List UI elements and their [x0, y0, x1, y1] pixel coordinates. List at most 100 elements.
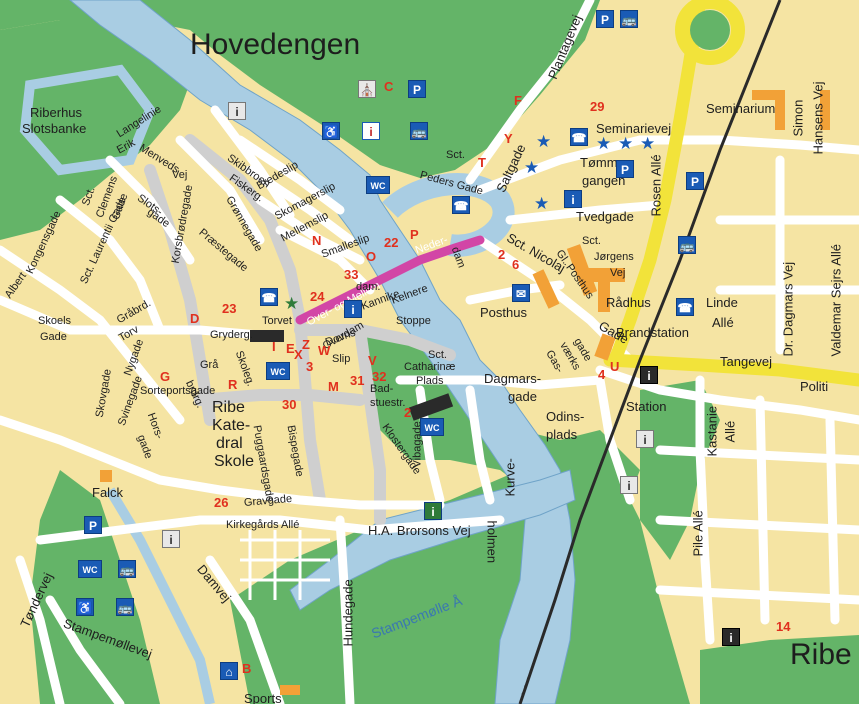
station-building-icon[interactable]: i: [636, 430, 654, 448]
label-sct-jorgens-1: Sct.: [582, 235, 601, 247]
label-gryderg: Gryderg.: [210, 329, 253, 341]
swim-icon[interactable]: i: [722, 628, 740, 646]
green-sw: [30, 470, 160, 704]
marker-i: I: [272, 339, 276, 354]
star-icon[interactable]: ★: [524, 158, 540, 178]
star-icon[interactable]: ★: [596, 134, 612, 154]
marker-3: 3: [306, 359, 314, 374]
wc-icon[interactable]: WC: [420, 418, 444, 436]
marker-t: T: [478, 155, 486, 170]
bus-icon[interactable]: 🚌: [620, 10, 638, 28]
park-icon[interactable]: i: [424, 502, 442, 520]
marker-30: 30: [282, 397, 297, 412]
boat-icon[interactable]: i: [228, 102, 246, 120]
label-menveds-vej: Vej: [172, 169, 188, 181]
star-icon[interactable]: ★: [536, 132, 552, 152]
bus-icon[interactable]: 🚌: [118, 560, 136, 578]
parking-icon[interactable]: P: [596, 10, 614, 28]
label-seminarium: Seminarium: [706, 101, 776, 116]
phone-icon[interactable]: ☎: [452, 196, 470, 214]
label-linde: Linde: [706, 295, 738, 310]
star-icon[interactable]: ★: [640, 134, 656, 154]
train-station-icon[interactable]: i: [640, 366, 658, 384]
wc-icon[interactable]: WC: [266, 362, 290, 380]
label-posthus: Posthus: [480, 305, 527, 320]
label-odins-1: Odins-: [546, 409, 585, 424]
label-torvet: Torvet: [262, 315, 292, 327]
post-icon[interactable]: ✉: [512, 284, 530, 302]
bus-icon[interactable]: 🚌: [678, 236, 696, 254]
phone-icon[interactable]: ☎: [570, 128, 588, 146]
caravan-icon[interactable]: 🚌: [116, 598, 134, 616]
label-simon-hansens: Hansens Vej: [810, 81, 826, 155]
phone-icon[interactable]: ☎: [260, 288, 278, 306]
label-brorsons: H.A. Brorsons Vej: [368, 523, 471, 538]
label-valdemar: Valdemar Sejrs Allé: [828, 244, 844, 357]
parking-icon[interactable]: P: [686, 172, 704, 190]
marker-m: M: [328, 379, 339, 394]
label-dam: dam.: [356, 281, 381, 293]
car-icon[interactable]: i: [620, 476, 638, 494]
marker-32: 32: [372, 369, 387, 384]
handicap-icon[interactable]: ♿: [76, 598, 94, 616]
marker-4: 4: [598, 367, 606, 382]
marker-6: 6: [512, 257, 520, 272]
label-dagmars-vej: Dr. Dagmars Vej: [780, 261, 796, 357]
marker-33: 33: [344, 267, 359, 282]
label-ribe-kat-4: Skole: [214, 453, 255, 470]
marker-29: 29: [590, 99, 605, 114]
label-falck: Falck: [92, 485, 124, 500]
church-icon[interactable]: ⛪: [358, 80, 376, 98]
label-kastanie-alle: Allé: [722, 420, 738, 443]
info-icon[interactable]: i: [344, 300, 362, 318]
marker-n: N: [312, 233, 322, 248]
pedestrian-street: [295, 235, 485, 325]
marker-24: 24: [310, 289, 325, 304]
marker-c: C: [384, 79, 394, 94]
label-skoels: Skoels: [38, 315, 72, 327]
label-sports: Sports: [244, 691, 282, 704]
phone-icon[interactable]: ☎: [676, 298, 694, 316]
cemetery-icon[interactable]: i: [162, 530, 180, 548]
roundabout: [675, 0, 745, 65]
wc-icon[interactable]: WC: [78, 560, 102, 578]
label-sct-jorgens-3: Vej: [610, 267, 626, 279]
marker-14: 14: [776, 619, 791, 634]
label-sct-cath-2: Catharinæ: [404, 361, 456, 373]
church-block: [250, 330, 284, 342]
label-ribe-kat-2: Kate-: [212, 417, 251, 434]
star-icon[interactable]: ★: [534, 194, 550, 214]
label-ribe: Ribe: [790, 638, 852, 671]
marker-g: G: [160, 369, 171, 384]
parking-icon[interactable]: P: [408, 80, 426, 98]
parking-icon[interactable]: P: [84, 516, 102, 534]
marker-f: F: [514, 93, 522, 108]
wc-icon[interactable]: WC: [366, 176, 390, 194]
marker-2a: 2: [498, 247, 506, 262]
bus-icon[interactable]: 🚌: [410, 122, 428, 140]
label-hundegade: Hundegade: [340, 579, 356, 647]
label-sorteportsgade: Sorteportsgade: [140, 385, 216, 397]
no-entry-icon[interactable]: i: [362, 122, 380, 140]
star-icon[interactable]: ★: [618, 134, 634, 154]
label-tommer-2: gangen: [582, 173, 626, 188]
statue-icon[interactable]: ★: [284, 294, 300, 314]
yellow-roads: [603, 0, 859, 387]
label-tangevej: Tangevej: [720, 354, 773, 369]
label-riberhus: Riberhus: [30, 105, 83, 120]
label-dagmarsgade-2: gade: [508, 389, 537, 404]
info-icon[interactable]: i: [564, 190, 582, 208]
buildings-orange: [100, 90, 830, 695]
parking-icon[interactable]: P: [616, 160, 634, 178]
house-icon[interactable]: ⌂: [220, 662, 238, 680]
marker-y: Y: [504, 131, 513, 146]
label-slotsbanke: Slotsbanke: [22, 121, 87, 136]
label-slip: Slip: [332, 353, 351, 365]
marker-26: 26: [214, 495, 229, 510]
riberhus-island: [33, 78, 140, 160]
cathedral: [408, 393, 454, 421]
label-linde-alle: Allé: [712, 315, 734, 330]
handicap-icon[interactable]: ♿: [322, 122, 340, 140]
marker-22: 22: [384, 235, 399, 250]
